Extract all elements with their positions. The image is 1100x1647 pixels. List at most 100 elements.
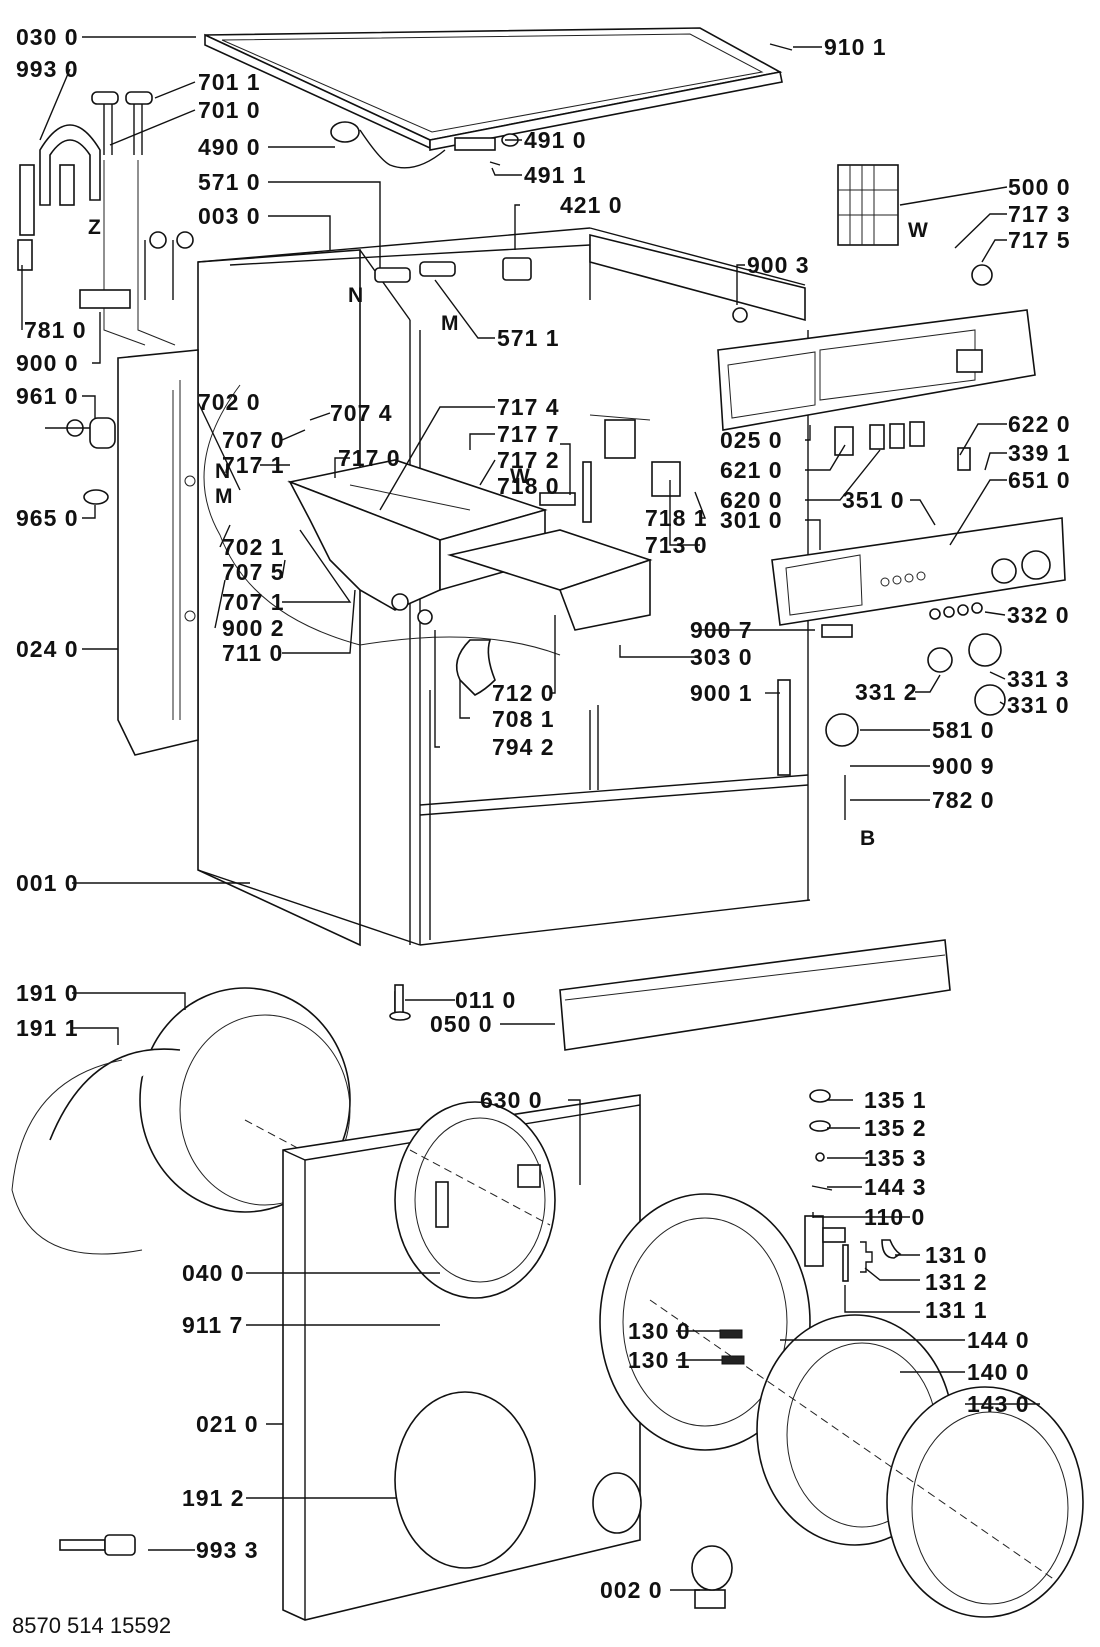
callout-131-2[interactable]: 131 2 [925,1269,988,1295]
callout-131-1[interactable]: 131 1 [925,1297,988,1323]
callout-900-2[interactable]: 900 2 [222,615,285,641]
callout-900-1[interactable]: 900 1 [690,680,753,706]
callout-707-4[interactable]: 707 4 [330,400,393,426]
control-area-drawing [717,164,1066,820]
callout-002-0[interactable]: 002 0 [600,1577,663,1603]
callout-717-5[interactable]: 717 5 [1008,227,1071,253]
callout-143-0[interactable]: 143 0 [967,1391,1030,1417]
callout-021-0[interactable]: 021 0 [196,1411,259,1437]
callout-707-0[interactable]: 707 0 [222,427,285,453]
callout-717-2[interactable]: 717 2 [497,447,560,473]
callout-491-0[interactable]: 491 0 [524,127,587,153]
crossbar [589,233,806,322]
callout-050-0[interactable]: 050 0 [430,1011,493,1037]
callout-040-0[interactable]: 040 0 [182,1260,245,1286]
callout-794-2[interactable]: 794 2 [492,734,555,760]
callout-707-1[interactable]: 707 1 [222,589,285,615]
callout-965-0[interactable]: 965 0 [16,505,79,531]
callout-630-0[interactable]: 630 0 [480,1087,543,1113]
callout-110-0[interactable]: 110 0 [864,1204,925,1230]
callout-301-0[interactable]: 301 0 [720,507,783,533]
callout-303-0[interactable]: 303 0 [690,644,753,670]
callout-718-0[interactable]: 718 0 [497,473,560,499]
callout-712-0[interactable]: 712 0 [492,680,555,706]
marker-letters: Z N M W N M W B [88,216,928,850]
callout-707-5[interactable]: 707 5 [222,559,285,585]
mains-cable-drawing [330,121,519,169]
marker-n-valve: N [348,284,363,307]
document-number: 8570 514 15592 [12,1613,171,1638]
callout-351-0[interactable]: 351 0 [842,487,905,513]
callout-339-1[interactable]: 339 1 [1008,440,1071,466]
callout-331-3[interactable]: 331 3 [1007,666,1070,692]
callout-135-1[interactable]: 135 1 [864,1087,927,1113]
marker-b: B [860,827,875,850]
callout-717-0[interactable]: 717 0 [338,445,401,471]
callout-191-1[interactable]: 191 1 [16,1015,79,1041]
callout-900-0[interactable]: 900 0 [16,350,79,376]
callout-144-3[interactable]: 144 3 [864,1174,927,1200]
callout-900-9[interactable]: 900 9 [932,753,995,779]
callout-332-0[interactable]: 332 0 [1007,602,1070,628]
hose-assembly [17,91,194,346]
callout-191-2[interactable]: 191 2 [182,1485,245,1511]
callout-500-0[interactable]: 500 0 [1008,174,1071,200]
callout-718-1[interactable]: 718 1 [645,505,708,531]
callout-701-0[interactable]: 701 0 [198,97,261,123]
callout-581-0[interactable]: 581 0 [932,717,995,743]
callout-781-0[interactable]: 781 0 [24,317,87,343]
callout-713-0[interactable]: 713 0 [645,532,708,558]
callout-011-0[interactable]: 011 0 [455,987,516,1013]
callout-130-1[interactable]: 130 1 [628,1347,691,1373]
callout-025-0[interactable]: 025 0 [720,427,783,453]
callout-620-0[interactable]: 620 0 [720,487,783,513]
callout-717-1[interactable]: 717 1 [222,452,285,478]
callout-003-0[interactable]: 003 0 [198,203,261,229]
cabinet [197,227,811,947]
callout-900-3[interactable]: 900 3 [747,252,810,278]
callout-421-0[interactable]: 421 0 [560,192,623,218]
marker-m-hose: M [215,485,233,508]
callout-717-7[interactable]: 717 7 [497,421,560,447]
callout-144-0[interactable]: 144 0 [967,1327,1030,1353]
callout-135-2[interactable]: 135 2 [864,1115,927,1141]
callout-490-0[interactable]: 490 0 [198,134,261,160]
callout-782-0[interactable]: 782 0 [932,787,995,813]
inlet-valves-drawing [374,257,532,283]
callout-708-1[interactable]: 708 1 [492,706,555,732]
marker-m-valve: M [441,312,459,335]
callout-135-3[interactable]: 135 3 [864,1145,927,1171]
callout-702-0[interactable]: 702 0 [198,389,261,415]
callout-900-7[interactable]: 900 7 [690,617,753,643]
dispenser-assembly [203,384,681,696]
callout-961-0[interactable]: 961 0 [16,383,79,409]
callout-191-0[interactable]: 191 0 [16,980,79,1006]
callout-130-0[interactable]: 130 0 [628,1318,691,1344]
callout-024-0[interactable]: 024 0 [16,636,79,662]
callout-001-0[interactable]: 001 0 [16,870,79,896]
side-panel [117,349,199,756]
callout-911-7[interactable]: 911 7 [182,1312,243,1338]
callout-702-1[interactable]: 702 1 [222,534,285,560]
callout-701-1[interactable]: 701 1 [198,69,261,95]
callout-491-1[interactable]: 491 1 [524,162,587,188]
callout-717-3[interactable]: 717 3 [1008,201,1071,227]
callout-711-0[interactable]: 711 0 [222,640,283,666]
callout-571-0[interactable]: 571 0 [198,169,261,195]
callout-651-0[interactable]: 651 0 [1008,467,1071,493]
callout-993-3[interactable]: 993 3 [196,1537,259,1563]
callout-331-0[interactable]: 331 0 [1007,692,1070,718]
callout-622-0[interactable]: 622 0 [1008,411,1071,437]
callout-labels: 030 0 993 0 701 1 701 0 490 0 571 0 003 … [16,24,1071,1603]
callout-910-1[interactable]: 910 1 [824,34,887,60]
callout-131-0[interactable]: 131 0 [925,1242,988,1268]
callout-717-4[interactable]: 717 4 [497,394,560,420]
callout-331-2[interactable]: 331 2 [855,679,918,705]
callout-140-0[interactable]: 140 0 [967,1359,1030,1385]
callout-993-0[interactable]: 993 0 [16,56,79,82]
callout-030-0[interactable]: 030 0 [16,24,79,50]
callout-621-0[interactable]: 621 0 [720,457,783,483]
callout-571-1[interactable]: 571 1 [497,325,560,351]
top-cover [204,27,783,151]
